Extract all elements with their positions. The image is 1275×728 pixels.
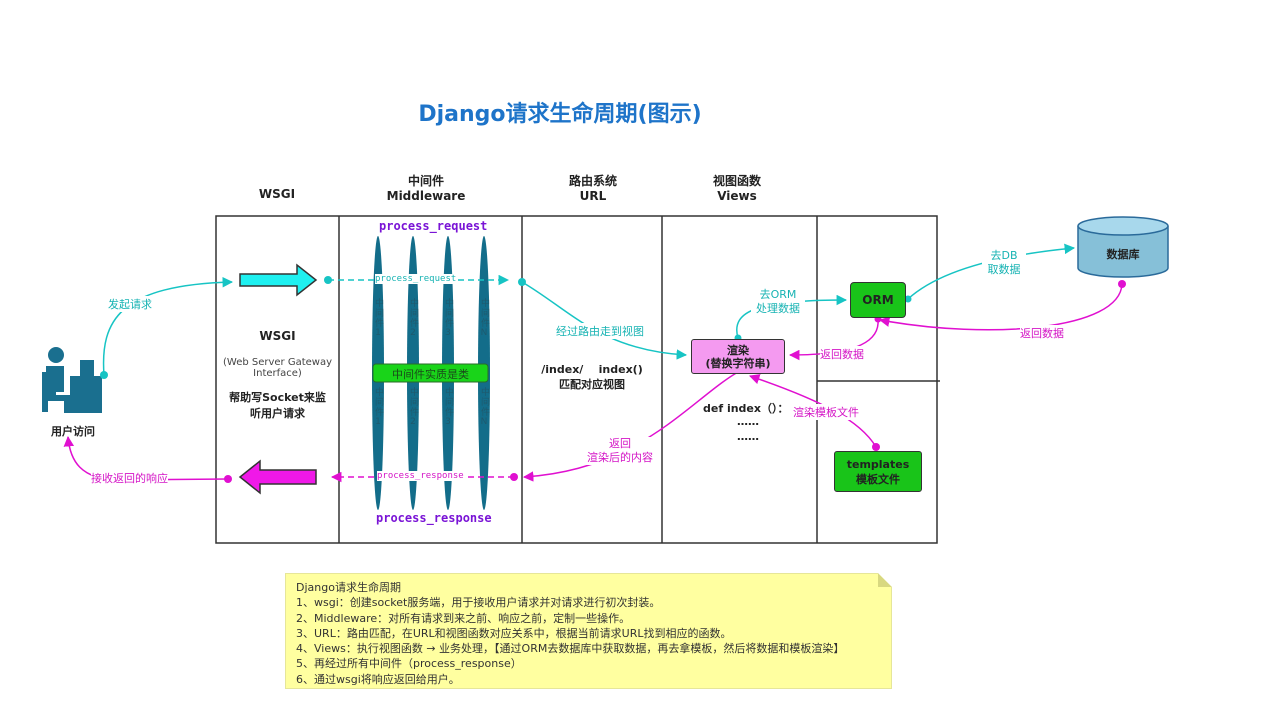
orm-return-label: 返回数据: [820, 346, 864, 362]
middleware-2-lower-label: 中间件2: [408, 387, 418, 428]
views-column-header: 视图函数 Views: [687, 174, 787, 204]
render-sublabel: (替换字符串): [705, 356, 771, 370]
middleware-3-lower-label: 中间件3: [443, 387, 453, 428]
middleware-n-lower-label: 中间件N: [479, 387, 489, 428]
db-return-label: 返回数据: [1020, 325, 1064, 341]
to-orm-label: 去ORM 处理数据: [751, 288, 805, 316]
url-mapping: /index/ index(): [541, 363, 643, 376]
code-ellipsis-2: ……: [737, 430, 759, 443]
middleware-column-header: 中间件 Middleware: [376, 174, 476, 204]
wsgi-column-header: WSGI: [258, 187, 296, 201]
receive-response-label: 接收返回的响应: [91, 470, 168, 486]
middleware-note-label: 中间件实质是类: [392, 368, 469, 381]
wsgi-heading: WSGI: [259, 329, 296, 343]
middleware-header-cn: 中间件: [407, 174, 444, 188]
def-index-text: def index（）：: [703, 402, 789, 415]
middleware-n-upper-label: 中间件N: [479, 298, 489, 339]
url-column-header: 路由系统 URL: [543, 174, 643, 204]
lifecycle-frame: [215, 215, 938, 544]
to-db-label: 去DB 取数据: [982, 249, 1026, 277]
middleware-2-upper-label: 中间件2: [408, 298, 418, 339]
response-arrow-shape: [238, 459, 317, 495]
process-request-label: process_request: [379, 219, 488, 233]
user-computer-icon: [42, 347, 102, 413]
url-match-text: 匹配对应视图: [559, 378, 625, 391]
return-rendered-label: 返回 渲染后的内容: [582, 437, 658, 465]
render-template-label: 渲染模板文件: [793, 404, 859, 420]
wsgi-full-name-1: (Web Server Gateway: [222, 357, 333, 368]
middleware-1-upper-label: 中间件1: [373, 298, 383, 339]
views-header-cn: 视图函数: [712, 174, 761, 188]
middleware-1-lower-label: 中间件1: [373, 387, 383, 428]
render-label: 渲染: [727, 343, 749, 357]
note-line: 3、URL：路由匹配，在URL和视图函数对应关系中，根据当前请求URL找到相应的…: [296, 626, 732, 640]
wsgi-description: WSGI (Web Server Gateway Interface) 帮助写S…: [216, 329, 339, 421]
note-fold-corner: [878, 573, 892, 587]
templates-label: templates: [846, 457, 910, 471]
note-line: Django请求生命周期: [296, 581, 401, 594]
orm-box: ORM: [850, 282, 906, 318]
note-line: 5、再经过所有中间件（process_response）: [296, 657, 522, 671]
render-box: 渲染 (替换字符串): [691, 339, 785, 374]
process-request-small-label: process_request: [375, 274, 457, 284]
process-response-label: process_response: [376, 511, 492, 525]
middleware-note-box: [372, 363, 489, 383]
through-routing-label: 经过路由走到视图: [556, 323, 644, 339]
url-description: /index/ index() 匹配对应视图: [530, 362, 654, 392]
request-arrow-shape: [239, 263, 318, 297]
send-request-label: 发起请求: [108, 296, 152, 312]
code-ellipsis-1: ……: [737, 415, 759, 428]
url-header-cn: 路由系统: [568, 174, 617, 188]
wsgi-full-name-2: Interface): [253, 368, 302, 379]
wsgi-desc-1: 帮助写Socket来监: [229, 391, 326, 404]
note-line: 2、Middleware：对所有请求到来之前、响应之前，定制一些操作。: [296, 611, 631, 625]
templates-sublabel: 模板文件: [856, 472, 900, 486]
url-header-en: URL: [579, 189, 607, 203]
templates-box: templates 模板文件: [834, 451, 922, 492]
orm-label: ORM: [862, 293, 894, 307]
wsgi-desc-2: 听用户请求: [250, 407, 305, 420]
database-label: 数据库: [1106, 248, 1140, 261]
note-line: 4、Views：执行视图函数 → 业务处理，【通过ORM去数据库中获取数据，再去…: [296, 642, 845, 656]
summary-note: Django请求生命周期 1、wsgi：创建socket服务端，用于接收用户请求…: [285, 573, 892, 689]
note-line: 6、通过wsgi将响应返回给用户。: [296, 672, 460, 686]
process-response-small-label: process_response: [377, 471, 464, 481]
middleware-header-en: Middleware: [386, 189, 466, 203]
diagram-title: Django请求生命周期(图示): [418, 102, 702, 127]
database-cylinder: [1077, 216, 1169, 278]
middleware-3-upper-label: 中间件3: [443, 298, 453, 339]
views-header-en: Views: [717, 189, 757, 203]
user-label: 用户访问: [51, 425, 95, 438]
note-line: 1、wsgi：创建socket服务端，用于接收用户请求并对请求进行初次封装。: [296, 596, 661, 610]
